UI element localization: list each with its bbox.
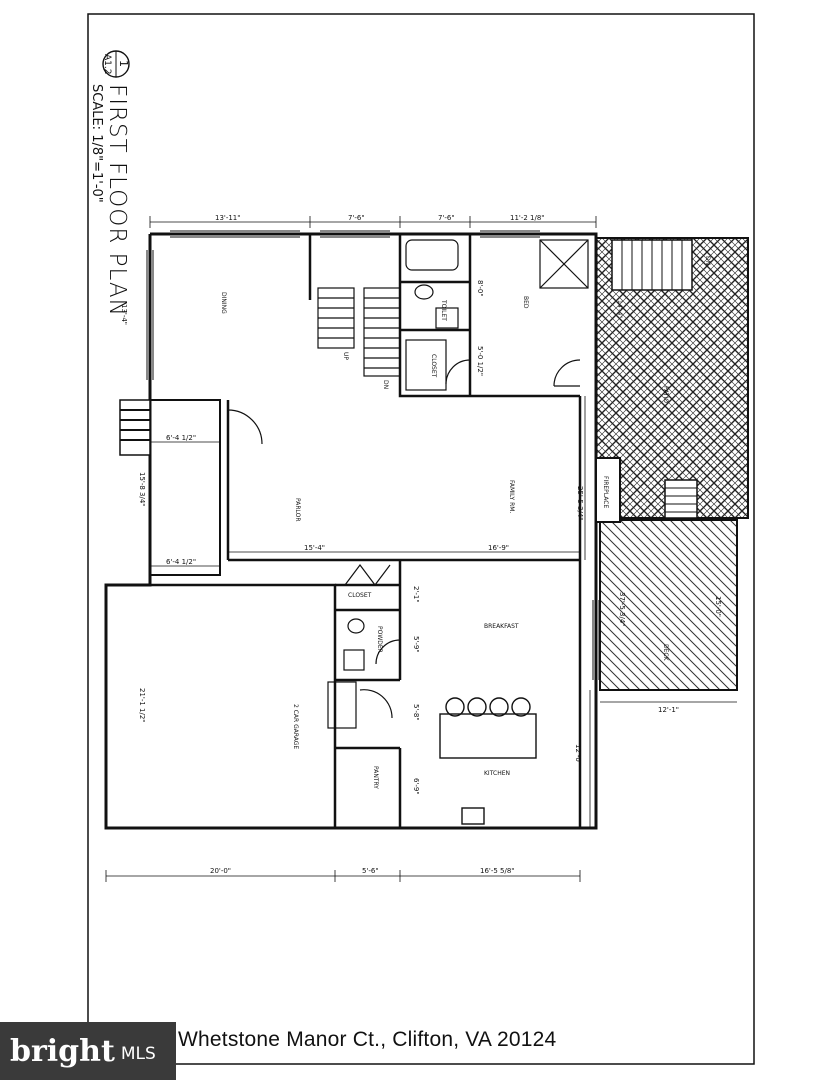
dim-bath-8: 8'-0" <box>476 280 484 297</box>
bath-fixtures <box>405 239 459 391</box>
label-fireplace: FIREPLACE <box>602 476 609 508</box>
view-number: 1 <box>117 60 130 67</box>
dim-bath-5: 5'-0 1/2" <box>476 346 484 376</box>
dim-garage-side: 21'-1 1/2" <box>138 688 146 723</box>
bed-closet <box>539 239 589 289</box>
label-toilet: TOILET <box>440 299 447 321</box>
label-dining: DINING <box>220 292 227 314</box>
dim-porch-side: 15'-8 3/4" <box>138 472 146 507</box>
dim-bottom-3: 16'-5 5/8" <box>480 867 515 875</box>
dim-deck-width: 12'-1" <box>658 706 679 714</box>
dim-mid-right: 16'-9" <box>488 544 509 552</box>
deck-stairs <box>664 479 698 519</box>
front-porch <box>119 399 221 576</box>
dim-deck-depth: 37'-5 3/4" <box>618 592 626 627</box>
bright-mls-watermark: bright MLS <box>0 1022 176 1080</box>
windows <box>146 230 600 680</box>
dim-top-3: 7'-6" <box>438 214 455 222</box>
dim-patio-small: 14'-4" <box>616 300 623 318</box>
label-patio: PATIO <box>662 386 669 403</box>
dim-top-2: 7'-6" <box>348 214 365 222</box>
plan-scale: SCALE: 1/8"=1'-0" <box>89 84 104 203</box>
label-bed: BED <box>522 296 529 309</box>
label-parlor: PARLOR <box>294 498 301 522</box>
kitchen-island <box>439 697 537 825</box>
dim-kitchen-side: 12'-0" <box>574 744 582 765</box>
label-kitchen: KITCHEN <box>484 770 510 777</box>
sheet-number: A1.2 <box>102 54 112 74</box>
dimension-lines <box>105 216 737 882</box>
label-garage: 2 CAR GARAGE <box>292 704 299 749</box>
dim-powder-h: 5'-9" <box>412 636 420 653</box>
patio-stairs <box>611 239 693 291</box>
label-up: UP <box>342 352 349 360</box>
label-pantry: PANTRY <box>372 766 379 789</box>
dim-bottom-2: 5'-6" <box>362 867 379 875</box>
plan-title: FIRST FLOOR PLAN <box>104 84 130 317</box>
dim-closet-h: 2'-1" <box>412 586 420 603</box>
dim-family-side: 25'-5 3/4" <box>576 486 584 521</box>
dim-left-dining: 13'-4" <box>120 304 128 325</box>
label-family-rm: FAMILY RM. <box>508 480 515 513</box>
watermark-word: bright <box>10 1033 115 1069</box>
label-dn: DN <box>382 380 389 389</box>
dim-porch-bottom: 6'-4 1/2" <box>166 558 196 566</box>
room-labels: DINING TOILET BED CLOSET UP DN PARLOR FA… <box>220 256 711 789</box>
main-stairs <box>317 287 401 377</box>
label-closet-upper: CLOSET <box>430 354 437 378</box>
dim-pantry-h: 6'-9" <box>412 778 420 795</box>
sheet-border <box>87 13 755 1065</box>
watermark-suffix: MLS <box>120 1044 156 1064</box>
deck-area <box>599 519 738 691</box>
label-dn-right: DN <box>704 256 711 265</box>
dim-hall-h: 5'-8" <box>412 704 420 721</box>
dim-bottom-1: 20'-0" <box>210 867 231 875</box>
property-address: Whetstone Manor Ct., Clifton, VA 20124 <box>178 1028 557 1051</box>
dim-top-4: 11'-2 1/8" <box>510 214 545 222</box>
dim-deck-side: 15'-0" <box>714 596 722 617</box>
label-deck: DECK <box>662 644 669 662</box>
dim-mid-left: 15'-4" <box>304 544 325 552</box>
label-powder: POWDER <box>376 626 383 653</box>
door-swings <box>227 359 581 719</box>
label-closet-lower: CLOSET <box>348 592 372 599</box>
interior-walls <box>106 234 582 828</box>
powder-fixtures <box>327 618 365 729</box>
fireplace-box <box>595 457 621 523</box>
dim-porch-top: 6'-4 1/2" <box>166 434 196 442</box>
dimension-labels: 13'-11" 7'-6" 7'-6" 11'-2 1/8" 13'-4" 8'… <box>120 214 722 875</box>
title-block: 1 A1.2 FIRST FLOOR PLAN SCALE: 1/8"=1'-0… <box>89 50 130 317</box>
dim-top-1: 13'-11" <box>215 214 240 222</box>
label-breakfast: BREAKFAST <box>484 623 519 630</box>
exterior-walls <box>104 232 598 830</box>
